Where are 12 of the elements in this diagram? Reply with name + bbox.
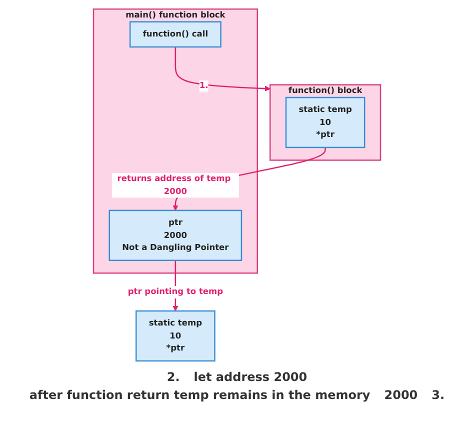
step-number: 2. xyxy=(166,370,180,384)
node-box: static temp 10 *ptr xyxy=(136,310,216,362)
edge-label: 1. xyxy=(199,81,208,91)
node-box: function() call xyxy=(129,21,222,48)
note-text: after function return temp remains in the memory xyxy=(29,388,370,402)
step-number: 3. xyxy=(432,388,445,402)
edge-label: ptr pointing to temp xyxy=(128,287,224,297)
node-box: static temp 10 *ptr xyxy=(285,96,366,148)
address-text: let address 2000 xyxy=(194,370,308,384)
address-text: 2000 xyxy=(384,388,418,402)
node-box: ptr 2000 Not a Dangling Pointer xyxy=(108,210,242,262)
edge-label: returns address of temp 2000 xyxy=(117,174,231,196)
